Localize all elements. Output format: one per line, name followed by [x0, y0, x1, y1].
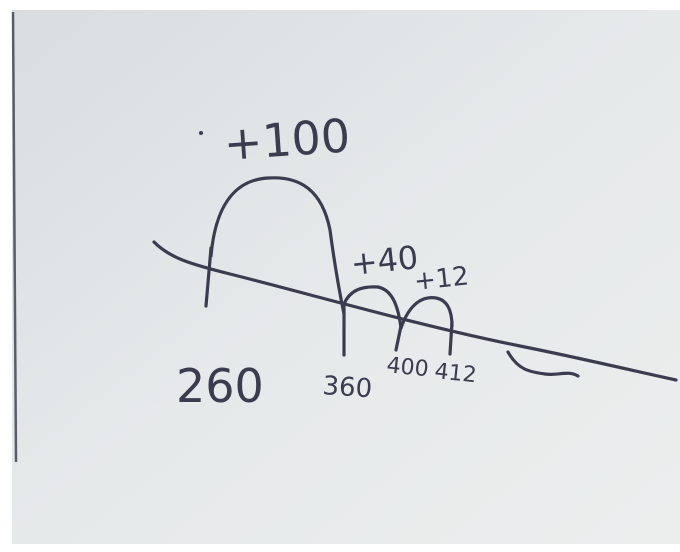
whiteboard-surface	[12, 10, 680, 544]
stray-marker-dot	[199, 131, 203, 135]
tick-label-360: 360	[322, 371, 374, 404]
jump-arc-12	[399, 296, 454, 330]
jump-arc-40	[342, 285, 403, 330]
jump-label-12: +12	[413, 261, 471, 297]
board-left-edge	[11, 11, 18, 463]
jump-label-40: +40	[349, 238, 420, 283]
tick-label-400: 400	[385, 353, 429, 382]
number-line-squiggle	[506, 350, 580, 378]
tick-260	[204, 246, 213, 308]
tick-label-260: 260	[176, 359, 264, 413]
jump-label-100: +100	[222, 108, 352, 171]
tick-400	[394, 324, 403, 352]
number-line	[152, 240, 678, 382]
jump-arc-100	[209, 176, 346, 316]
tick-label-412: 412	[433, 359, 477, 388]
